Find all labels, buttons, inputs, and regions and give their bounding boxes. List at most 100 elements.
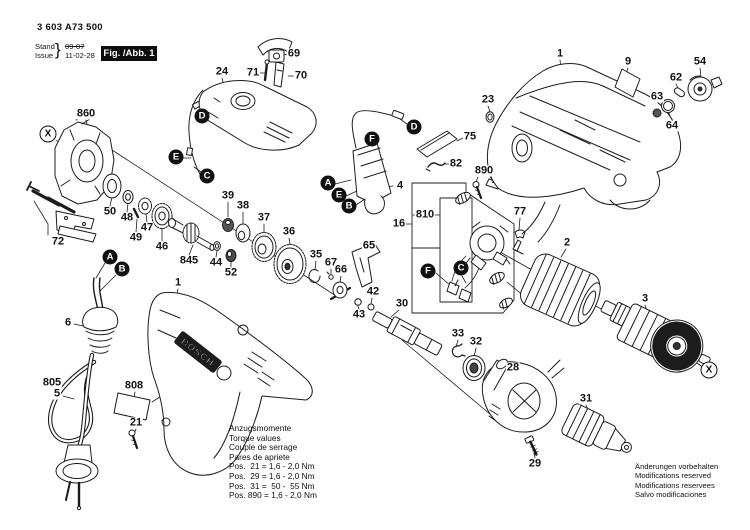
footnote-line: Änderungen vorbehalten bbox=[635, 462, 719, 471]
part-label-4: 4 bbox=[395, 179, 405, 192]
marker-D: D bbox=[406, 119, 422, 135]
part-label-29: 29 bbox=[527, 457, 543, 470]
footnote-line: Modifications reservees bbox=[635, 480, 715, 490]
part-30-spindle bbox=[372, 311, 443, 356]
part-38-bearing bbox=[235, 223, 251, 243]
part-67-pin bbox=[326, 271, 334, 280]
part-label-71: 71 bbox=[245, 66, 261, 79]
part-9-plate bbox=[614, 68, 641, 98]
part-860-gear-housing bbox=[54, 115, 115, 205]
marker-E: E bbox=[168, 149, 184, 165]
part-4-switch bbox=[351, 109, 405, 215]
part-5-cord bbox=[48, 277, 119, 511]
marker-X: X bbox=[39, 125, 57, 143]
part-28-bearing-cover bbox=[481, 358, 565, 433]
marker-F: F bbox=[364, 131, 380, 147]
part-21-screw bbox=[128, 429, 139, 450]
marker-C: C bbox=[199, 168, 215, 184]
part-46-gear bbox=[151, 203, 173, 229]
part-label-16: 16 bbox=[391, 217, 407, 230]
part-63-gear bbox=[652, 108, 662, 118]
part-1-housing bbox=[486, 63, 682, 243]
part-label-72: 72 bbox=[50, 235, 66, 248]
part-label-52: 52 bbox=[223, 266, 239, 279]
torque-line: Pares de apriete bbox=[229, 451, 290, 462]
part-label-23: 23 bbox=[480, 93, 496, 106]
marker-A: A bbox=[102, 249, 118, 265]
stand-label: Stand bbox=[35, 42, 55, 51]
torque-line: Pos. 21 = 1,6 - 2,0 Nm bbox=[229, 461, 315, 472]
part-24-cover bbox=[198, 80, 317, 151]
part-35-circlip bbox=[308, 269, 321, 284]
part-39-pinion bbox=[222, 218, 234, 232]
part-32-bearing bbox=[462, 355, 486, 381]
part-label-845: 845 bbox=[178, 254, 200, 267]
part-66-hub bbox=[329, 281, 352, 301]
part-29-screw bbox=[524, 435, 539, 456]
part-label-810: 810 bbox=[414, 208, 436, 221]
part-label-32: 32 bbox=[468, 335, 484, 348]
part-label-48: 48 bbox=[119, 211, 135, 224]
issue-dates: 09-07 11-02-28 bbox=[65, 42, 95, 60]
part-54-cap bbox=[687, 75, 723, 102]
part-label-28: 28 bbox=[505, 361, 521, 374]
part-label-69: 69 bbox=[286, 47, 302, 60]
footnote-line: Salvo modificaciones bbox=[635, 489, 707, 499]
part-label-65: 65 bbox=[361, 239, 377, 252]
part-49-pin bbox=[132, 207, 140, 219]
torque-line: Pos. 890 = 1,6 - 2,0 Nm bbox=[229, 490, 317, 501]
part-845-shaft bbox=[168, 218, 215, 251]
part-77-brush bbox=[512, 229, 526, 255]
part-label-54: 54 bbox=[692, 55, 708, 68]
marker-A: A bbox=[320, 175, 336, 191]
date-superseded: 09-07 bbox=[65, 42, 85, 51]
marker-E: E bbox=[331, 187, 347, 203]
part-label-82: 82 bbox=[448, 157, 464, 170]
part-label-44: 44 bbox=[208, 256, 224, 269]
part-36-gear bbox=[273, 244, 307, 284]
part-label-47: 47 bbox=[139, 221, 155, 234]
part-3-armature bbox=[600, 300, 711, 373]
part-50-bearing bbox=[102, 173, 122, 199]
part-label-9: 9 bbox=[623, 55, 633, 68]
part-label-2: 2 bbox=[562, 236, 572, 249]
part-label-3: 3 bbox=[640, 292, 650, 305]
part-72-lever-set bbox=[26, 181, 97, 243]
part-label-36: 36 bbox=[281, 225, 297, 238]
torque-line: Anzugsmomente bbox=[229, 423, 292, 433]
part-label-5: 5 bbox=[52, 387, 62, 400]
part-48-ring bbox=[122, 190, 134, 204]
figure-label: Fig. /Abb. 1 bbox=[101, 46, 157, 61]
part-label-37: 37 bbox=[256, 211, 272, 224]
part-label-6: 6 bbox=[63, 316, 73, 329]
part-brushes bbox=[446, 279, 472, 303]
marker-X: X bbox=[700, 361, 718, 379]
torque-line: Pos. 31 = 50 - 55 Nm bbox=[229, 480, 315, 491]
part-label-1: 1 bbox=[173, 276, 183, 289]
part-label-33: 33 bbox=[450, 327, 466, 340]
part-label-46: 46 bbox=[154, 240, 170, 253]
stand-issue-labels: Stand Issue bbox=[35, 42, 55, 60]
part-82-spring bbox=[425, 162, 446, 172]
brace-glyph: } bbox=[55, 40, 61, 59]
marker-B: B bbox=[341, 198, 357, 214]
torque-line: Couple de serrage bbox=[229, 442, 298, 453]
marker-F: F bbox=[420, 263, 436, 279]
part-label-31: 31 bbox=[578, 392, 594, 405]
part-label-42: 42 bbox=[365, 285, 381, 298]
part-label-39: 39 bbox=[220, 189, 236, 202]
part-47-gear bbox=[138, 197, 152, 215]
part-label-67: 67 bbox=[323, 256, 339, 269]
marker-C: C bbox=[453, 260, 469, 276]
part-71-pin bbox=[263, 59, 270, 82]
part-seals bbox=[455, 191, 513, 310]
part-label-43: 43 bbox=[351, 308, 367, 321]
part-label-50: 50 bbox=[102, 205, 118, 218]
part-37-gear bbox=[251, 232, 277, 262]
part-label-49: 49 bbox=[128, 231, 144, 244]
